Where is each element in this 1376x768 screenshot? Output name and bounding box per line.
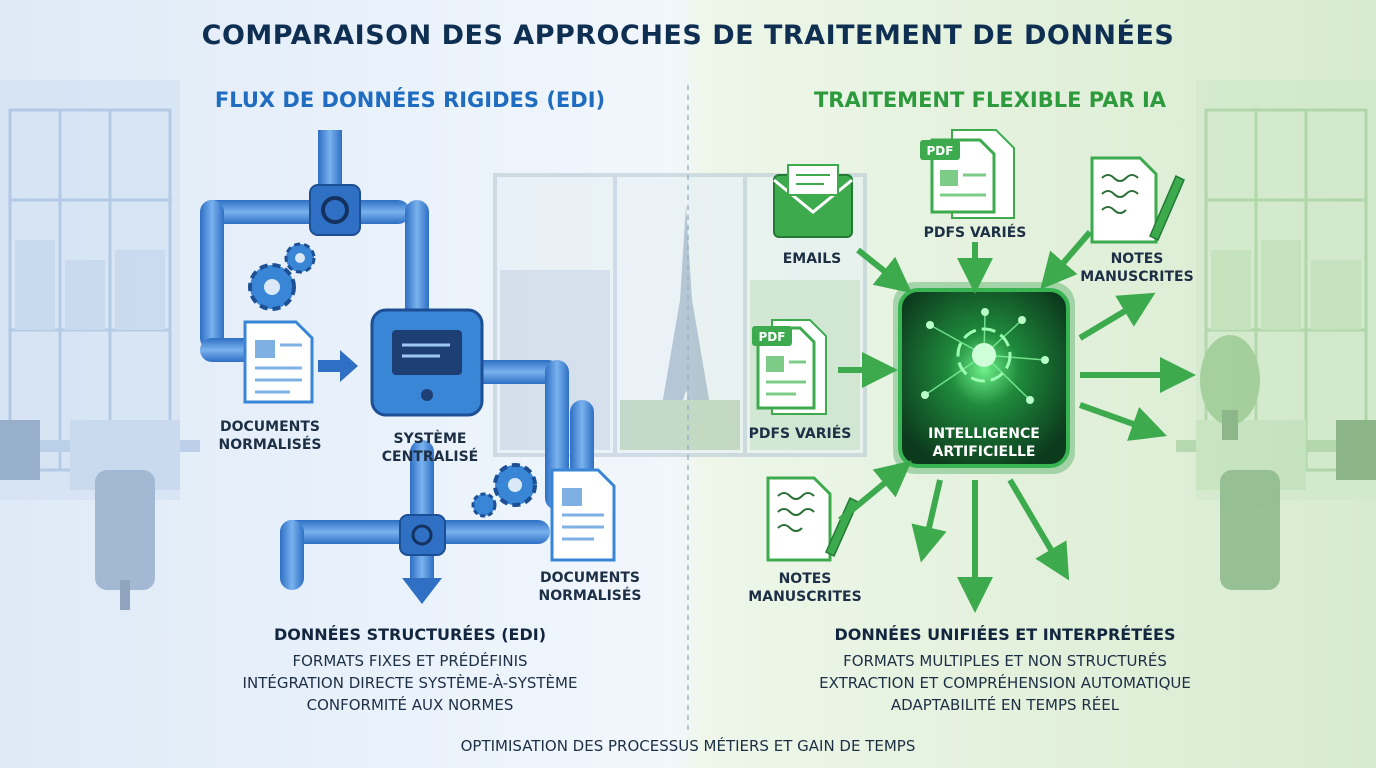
right-bullet: EXTRACTION ET COMPRÉHENSION AUTOMATIQUE xyxy=(760,674,1250,692)
document-icon xyxy=(552,470,614,560)
label-pdfs-top: PDFS VARIÉS xyxy=(910,224,1040,242)
pdf-icon: PDF xyxy=(752,320,826,414)
right-section-title: DONNÉES UNIFIÉES ET INTERPRÉTÉES xyxy=(780,625,1230,644)
pdf-icon: PDF xyxy=(920,130,1014,218)
left-bullet: FORMATS FIXES ET PRÉDÉFINIS xyxy=(160,652,660,670)
pdf-tag: PDF xyxy=(927,144,954,158)
right-office-background xyxy=(1176,80,1376,590)
footer-text: OPTIMISATION DES PROCESSUS MÉTIERS ET GA… xyxy=(0,737,1376,755)
label-system: SYSTÈME CENTRALISÉ xyxy=(360,430,500,466)
page-title: COMPARAISON DES APPROCHES DE TRAITEMENT … xyxy=(0,20,1376,51)
label-ai: INTELLIGENCE ARTIFICIELLE xyxy=(900,425,1068,461)
left-heading: FLUX DE DONNÉES RIGIDES (EDI) xyxy=(150,88,670,112)
left-section-title: DONNÉES STRUCTURÉES (EDI) xyxy=(190,625,630,644)
handwritten-note-icon xyxy=(1092,158,1184,242)
pdf-tag: PDF xyxy=(759,330,786,344)
arrow-icon xyxy=(318,350,358,382)
central-system-box xyxy=(372,310,482,415)
label-emails: EMAILS xyxy=(762,250,862,268)
label-notes-top: NOTES MANUSCRITES xyxy=(1062,250,1212,286)
email-icon xyxy=(774,165,852,237)
label-documents-out: DOCUMENTS NORMALISÉS xyxy=(520,569,660,605)
left-office-background xyxy=(0,80,200,610)
left-bullet: CONFORMITÉ AUX NORMES xyxy=(160,696,660,714)
label-pdfs-mid: PDFS VARIÉS xyxy=(735,425,865,443)
label-notes-bottom: NOTES MANUSCRITES xyxy=(735,570,875,606)
right-heading: TRAITEMENT FLEXIBLE PAR IA xyxy=(730,88,1250,112)
right-bullet: ADAPTABILITÉ EN TEMPS RÉEL xyxy=(760,696,1250,714)
right-bullet: FORMATS MULTIPLES ET NON STRUCTURÉS xyxy=(760,652,1250,670)
document-icon xyxy=(245,322,312,402)
label-documents-in: DOCUMENTS NORMALISÉS xyxy=(200,418,340,454)
left-bullet: INTÉGRATION DIRECTE SYSTÈME-À-SYSTÈME xyxy=(160,674,660,692)
